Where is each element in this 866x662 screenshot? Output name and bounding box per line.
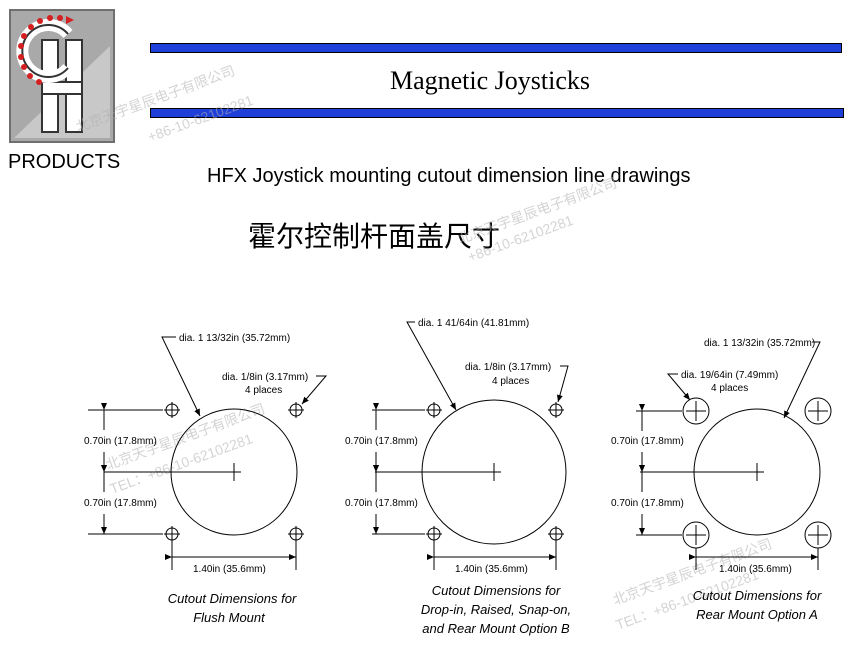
- caption-line-2: Rear Mount Option A: [696, 607, 818, 622]
- page-subtitle-cn: 霍尔控制杆面盖尺寸: [248, 220, 501, 253]
- diameter-leader: [161, 336, 201, 417]
- hole-leader: [301, 375, 328, 405]
- hole-label: dia. 1/8in (3.17mm): [222, 372, 308, 383]
- hole-count-label: 4 places: [245, 385, 282, 396]
- diagram-flush-mount: [88, 336, 328, 570]
- hole-count-label: 4 places: [492, 376, 529, 387]
- watermark: 北京天宇星辰电子有限公司 +86-10-62102281 北京天宇星辰电子有限公…: [74, 62, 774, 632]
- watermark-company: 北京天宇星辰电子有限公司: [74, 62, 237, 134]
- diagram-drop-in: [372, 321, 569, 570]
- diagram-rear-mount-a-labels: dia. 1 13/32in (35.72mm) dia. 19/64in (7…: [611, 338, 822, 622]
- vertical-dim-bottom: 0.70in (17.8mm): [345, 498, 418, 509]
- diameter-label: dia. 1 41/64in (41.81mm): [418, 318, 529, 329]
- diameter-label: dia. 1 13/32in (35.72mm): [704, 338, 815, 349]
- vertical-dim-top: 0.70in (17.8mm): [345, 436, 418, 447]
- hole-label: dia. 1/8in (3.17mm): [465, 362, 551, 373]
- caption-line-1: Cutout Dimensions for: [432, 583, 561, 598]
- page-title: Magnetic Joysticks: [389, 66, 591, 95]
- logo-label: PRODUCTS: [8, 151, 121, 173]
- mounting-holes: [164, 402, 304, 542]
- hole-leader: [556, 365, 569, 403]
- caption-line-1: Cutout Dimensions for: [168, 591, 297, 606]
- caption-line-2: Drop-in, Raised, Snap-on,: [421, 602, 571, 617]
- hole-label: dia. 19/64in (7.49mm): [681, 370, 778, 381]
- diagram-rear-mount-a: [636, 341, 832, 570]
- vertical-dim-top: 0.70in (17.8mm): [611, 436, 684, 447]
- hole-leader: [666, 373, 691, 401]
- logo-red-dots: [18, 15, 74, 85]
- vertical-dim-bottom: 0.70in (17.8mm): [611, 498, 684, 509]
- header-bar-bottom: [150, 108, 844, 118]
- page-subtitle: HFX Joystick mounting cutout dimension l…: [207, 165, 691, 187]
- hfx-logo: [9, 9, 115, 143]
- vertical-dim-top: 0.70in (17.8mm): [84, 436, 157, 447]
- horizontal-dim: 1.40in (35.6mm): [193, 564, 266, 575]
- diameter-label: dia. 1 13/32in (35.72mm): [179, 333, 290, 344]
- diagram-drop-in-labels: dia. 1 41/64in (41.81mm) dia. 1/8in (3.1…: [345, 318, 571, 636]
- header-bar-top: [150, 43, 842, 53]
- diameter-leader: [406, 321, 457, 411]
- horizontal-dim: 1.40in (35.6mm): [455, 564, 528, 575]
- caption-line-2: Flush Mount: [193, 610, 266, 625]
- caption-line-1: Cutout Dimensions for: [693, 588, 822, 603]
- diameter-leader: [783, 341, 821, 419]
- horizontal-dim: 1.40in (35.6mm): [719, 564, 792, 575]
- hole-count-label: 4 places: [711, 383, 748, 394]
- vertical-dim-bottom: 0.70in (17.8mm): [84, 498, 157, 509]
- mounting-holes: [426, 402, 564, 542]
- diagram-flush-labels: dia. 1 13/32in (35.72mm) dia. 1/8in (3.1…: [84, 333, 308, 625]
- caption-line-3: and Rear Mount Option B: [422, 621, 570, 636]
